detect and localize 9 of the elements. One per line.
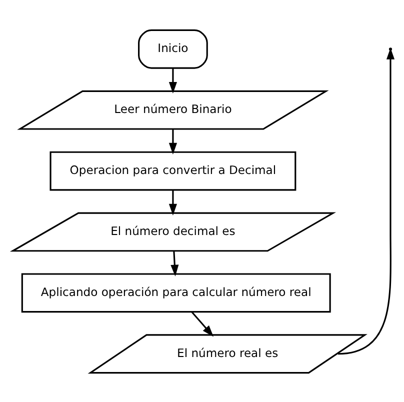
node-box: Inicio bbox=[138, 28, 208, 68]
arrow bbox=[338, 47, 395, 354]
node-box: Operacion para convertir a Decimal bbox=[50, 150, 296, 190]
arrow bbox=[168, 128, 177, 154]
arrow bbox=[191, 310, 214, 336]
node-box: Aplicando operación para calcular número real bbox=[21, 272, 331, 312]
arrow bbox=[168, 190, 177, 215]
arrow bbox=[168, 68, 177, 94]
arrow bbox=[170, 250, 179, 276]
